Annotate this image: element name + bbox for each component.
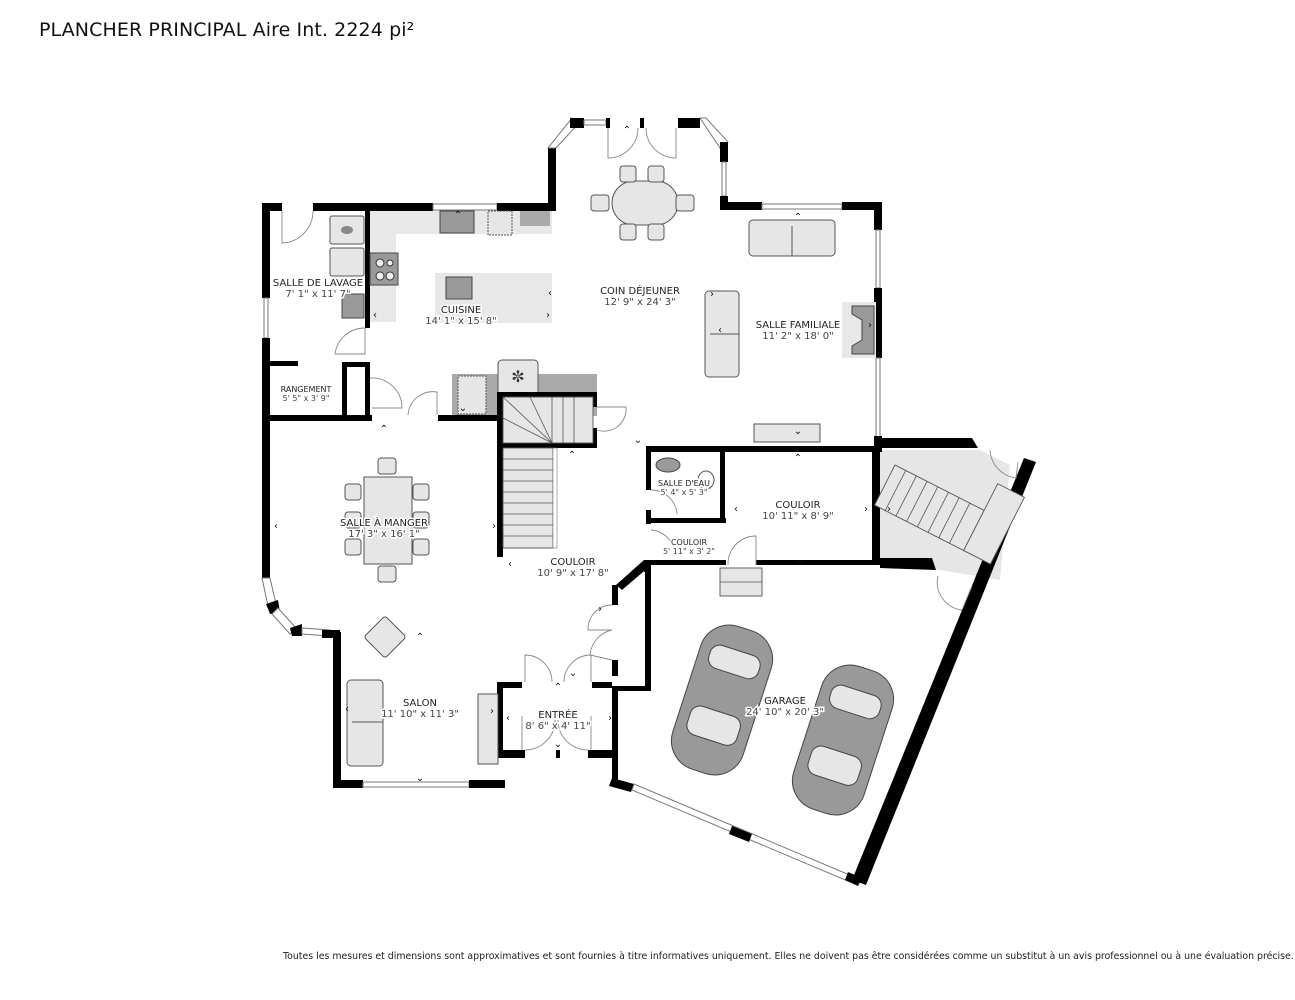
tv-console — [477, 693, 499, 765]
svg-text:‹: ‹ — [345, 704, 349, 715]
room-dimensions: 10' 9" x 17' 8" — [537, 568, 609, 579]
svg-text:⌃: ⌃ — [794, 212, 802, 223]
svg-text:⌄: ⌄ — [794, 426, 802, 437]
room-dimensions: 7' 1" x 11' 7" — [285, 289, 350, 300]
toilet-icon — [655, 457, 681, 473]
room-label: SALLE À MANGER — [340, 516, 428, 529]
svg-text:‹: ‹ — [548, 288, 552, 299]
room-dimensions: 12' 9" x 24' 3" — [604, 297, 676, 308]
svg-text:⌃: ⌃ — [380, 424, 388, 435]
car-2 — [791, 664, 895, 816]
svg-text:‹: ‹ — [734, 504, 738, 515]
room-dimensions: 10' 11" x 8' 9" — [762, 511, 834, 522]
room-dimensions: 24' 10" x 20' 3" — [746, 707, 824, 718]
room-dimensions: 5' 5" x 3' 9" — [282, 394, 329, 403]
room-label: ENTRÉE — [538, 708, 578, 721]
breakfast-table — [611, 180, 679, 226]
svg-text:⌄: ⌄ — [416, 773, 424, 784]
stairs — [502, 396, 1026, 597]
doors — [281, 127, 1019, 751]
svg-text:›: › — [710, 289, 714, 300]
room-dimensions: 5' 4" x 5' 3" — [660, 488, 707, 497]
svg-text:›: › — [864, 504, 868, 515]
kitchen-sink-icon — [439, 210, 475, 234]
car-1 — [670, 624, 774, 776]
dining-table — [363, 476, 413, 565]
freezer-icon: ✼ — [511, 367, 524, 386]
room-label: COULOIR — [775, 500, 820, 511]
svg-text:›: › — [868, 320, 872, 331]
sofa — [346, 679, 384, 767]
furniture — [329, 165, 895, 816]
svg-text:›: › — [641, 559, 645, 570]
svg-text:⌃: ⌃ — [454, 210, 462, 221]
tv-console — [753, 423, 821, 443]
island-sink-icon — [445, 276, 473, 300]
room-label: SALLE D'EAU — [658, 479, 710, 488]
walls — [261, 117, 1036, 886]
svg-text:›: › — [490, 706, 494, 717]
stove-icon — [369, 252, 399, 286]
room-label: COIN DÉJEUNER — [600, 284, 680, 297]
room-label: SALLE FAMILIALE — [756, 320, 841, 331]
svg-text:⌃: ⌃ — [554, 682, 562, 693]
fireplace-icon — [851, 305, 875, 355]
svg-text:⌃: ⌃ — [794, 453, 802, 464]
svg-text:⌃: ⌃ — [416, 632, 424, 643]
room-dimensions: 11' 2" x 18' 0" — [762, 331, 834, 342]
svg-text:›: › — [598, 604, 602, 615]
svg-text:‹: ‹ — [506, 713, 510, 724]
dishwasher-icon — [487, 210, 513, 236]
svg-text:›: › — [492, 521, 496, 532]
armchair — [364, 616, 406, 658]
svg-text:›: › — [887, 504, 891, 515]
svg-text:›: › — [546, 310, 550, 321]
svg-text:‹: ‹ — [274, 521, 278, 532]
room-label: SALLE DE LAVAGE — [273, 278, 363, 289]
sink-icon — [697, 470, 715, 490]
laundry-sink-icon — [341, 293, 365, 319]
room-dimensions: 14' 1" x 15' 8" — [425, 316, 497, 327]
svg-text:⌄: ⌄ — [634, 435, 642, 446]
svg-text:⌄: ⌄ — [459, 403, 467, 414]
room-dimensions: 11' 10" x 11' 3" — [381, 709, 459, 720]
room-label: COULOIR — [550, 557, 595, 568]
disclaimer-text: Toutes les mesures et dimensions sont ap… — [283, 951, 1294, 962]
svg-text:‹: ‹ — [508, 559, 512, 570]
svg-text:›: › — [608, 713, 612, 724]
room-labels: SALLE DE LAVAGE 7' 1" x 11' 7" CUISINE 1… — [271, 277, 841, 734]
floor-plan-title: PLANCHER PRINCIPAL Aire Int. 2224 pi² — [39, 19, 415, 41]
room-dimensions: 5' 11" x 3' 2" — [663, 547, 715, 556]
room-label: SALON — [403, 698, 437, 709]
room-label: CUISINE — [441, 305, 481, 316]
svg-text:‹: ‹ — [373, 310, 377, 321]
room-label: RANGEMENT — [281, 385, 332, 394]
room-dimensions: 8' 6" x 4' 11" — [525, 721, 590, 732]
room-dimensions: 17' 3" x 16' 1" — [348, 529, 420, 540]
svg-text:⌄: ⌄ — [554, 739, 562, 750]
svg-text:⌃: ⌃ — [568, 450, 576, 461]
svg-text:⌄: ⌄ — [796, 555, 804, 566]
svg-text:⌄: ⌄ — [569, 668, 577, 679]
dryer-icon — [329, 247, 365, 277]
room-label: GARAGE — [764, 696, 806, 707]
svg-text:‹: ‹ — [718, 325, 722, 336]
room-label: COULOIR — [671, 538, 708, 547]
direction-arrows: ⌃‹› ‹⌃⌃ ›‹› ⌄⌃⌄ ⌃⌄⌃ ‹›‹ ›‹› ⌄⌃‹ ›⌄‹ ›⌄⌃ … — [274, 125, 891, 784]
svg-text:⌃: ⌃ — [623, 125, 631, 136]
